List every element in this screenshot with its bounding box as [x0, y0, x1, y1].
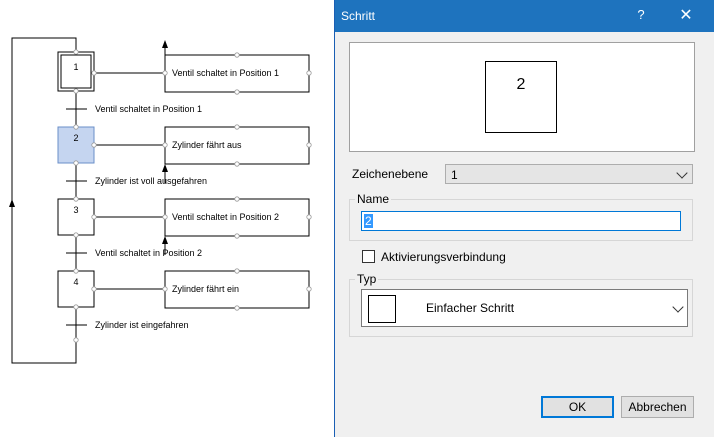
layer-label: Zeichenebene — [352, 167, 429, 181]
layer-select-value: 1 — [451, 168, 458, 182]
chevron-down-icon — [676, 167, 688, 179]
up-arrow-icon — [162, 236, 168, 244]
name-group-label: Name — [355, 192, 392, 206]
step-dialog: Schritt ? ✕ 2 Zeichenebene 1 Name 2 Akti… — [334, 0, 714, 437]
action-3-label: Ventil schaltet in Position 2 — [172, 212, 280, 222]
preview-step-number: 2 — [516, 76, 526, 93]
simple-step-icon — [368, 295, 396, 323]
loop-arrow-icon — [9, 199, 15, 207]
connection-handles — [73, 49, 312, 343]
dialog-title: Schritt — [341, 9, 376, 23]
grafcet-diagram: 1 2 3 4 Ventil schaltet in Position 1 Zy… — [0, 0, 335, 437]
step-3-number: 3 — [73, 205, 79, 215]
transition-4-label: Zylinder ist eingefahren — [95, 320, 189, 330]
transition-3-label: Ventil schaltet in Position 2 — [95, 248, 203, 258]
dialog-titlebar[interactable]: Schritt ? ✕ — [335, 0, 714, 32]
action-box-3[interactable] — [164, 198, 310, 237]
action-2-label: Zylinder fährt aus — [172, 140, 242, 150]
layer-select[interactable]: 1 — [445, 164, 693, 184]
name-input[interactable]: 2 — [361, 211, 681, 231]
type-group-label: Typ — [355, 272, 379, 286]
step-preview: 2 — [349, 42, 695, 152]
action-box-2[interactable] — [164, 126, 310, 165]
activation-checkbox[interactable] — [362, 250, 375, 263]
diagram-canvas — [9, 37, 312, 364]
close-icon[interactable]: ✕ — [679, 7, 693, 24]
step-1-number: 1 — [73, 62, 79, 72]
step-4-number: 4 — [73, 277, 79, 287]
transition-1-label: Ventil schaltet in Position 1 — [95, 104, 203, 114]
name-input-value: 2 — [364, 214, 373, 228]
ok-button[interactable]: OK — [541, 396, 614, 418]
action-4-label: Zylinder fährt ein — [172, 284, 240, 294]
preview-step-box: 2 — [485, 61, 557, 133]
up-arrow-icon — [162, 164, 168, 172]
activation-label[interactable]: Aktivierungsverbindung — [381, 250, 506, 264]
step-4-box[interactable] — [57, 270, 95, 308]
cancel-button[interactable]: Abbrechen — [621, 396, 694, 418]
help-icon[interactable]: ? — [637, 7, 645, 22]
action-box-4[interactable] — [164, 270, 310, 309]
type-select-value: Einfacher Schritt — [426, 301, 515, 315]
type-group — [349, 279, 693, 337]
up-arrow-icon — [162, 40, 168, 48]
name-group — [349, 199, 693, 241]
step-2-number: 2 — [73, 133, 79, 143]
step-1-inner-frame — [60, 54, 92, 89]
action-1-label: Ventil schaltet in Position 1 — [172, 68, 280, 78]
chevron-down-icon — [672, 301, 684, 313]
type-select[interactable]: Einfacher Schritt — [361, 289, 688, 327]
transition-2-label: Zylinder ist voll ausgefahren — [95, 176, 208, 186]
